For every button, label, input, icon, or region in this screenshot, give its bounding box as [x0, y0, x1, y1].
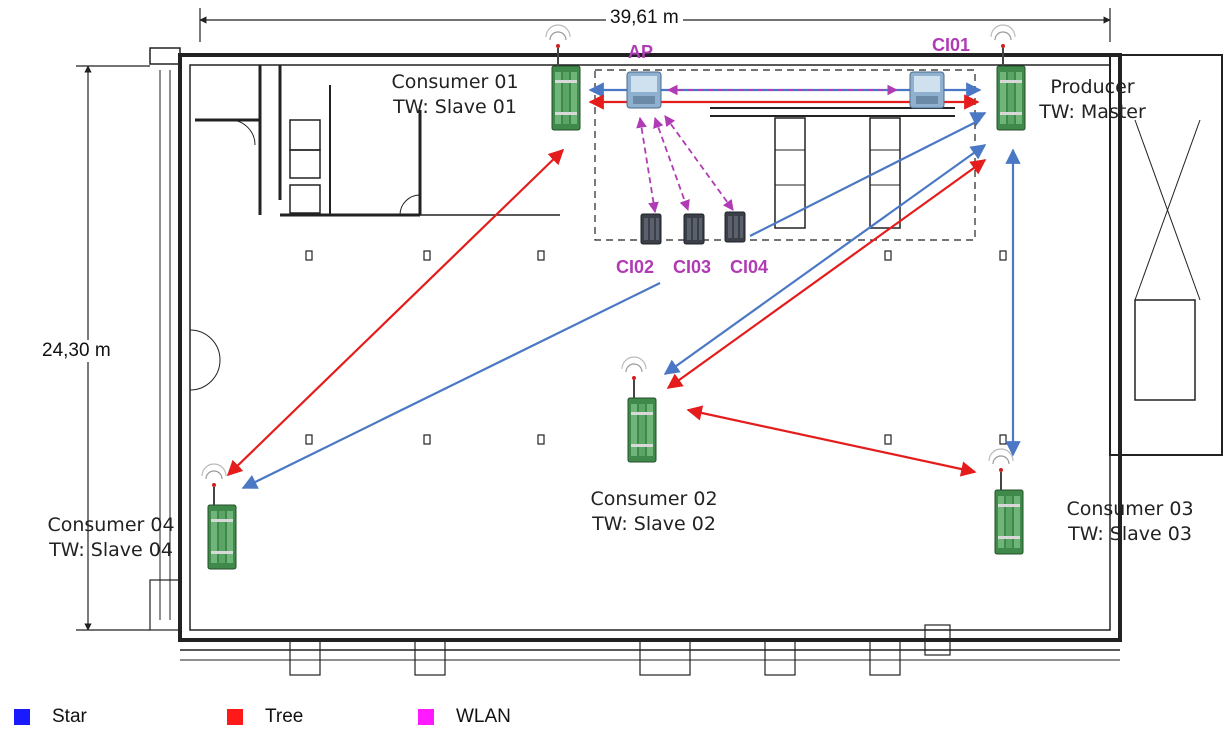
legend-label-tree: Tree [265, 706, 304, 727]
consumer-04-role: TW: Slave 04 [49, 539, 173, 561]
producer-name: Producer [1050, 76, 1135, 98]
ci01-label: CI01 [932, 35, 971, 55]
legend-item-tree: Tree [227, 706, 303, 728]
consumer-01-name: Consumer 01 [391, 71, 519, 93]
ci02-label: CI02 [616, 257, 655, 277]
consumer-02-name: Consumer 02 [590, 488, 718, 510]
legend-label-wlan: WLAN [456, 706, 511, 727]
wlan-links [636, 84, 899, 214]
legend-swatch-tree [227, 709, 243, 725]
producer-role: TW: Master [1039, 101, 1146, 123]
legend-item-star: Star [14, 706, 87, 728]
ci03-label: CI03 [673, 257, 712, 277]
ci02-device [640, 213, 662, 245]
ci01-device [909, 71, 945, 109]
height-dimension-label: 24,30 m [38, 340, 115, 362]
ci04-device [724, 211, 746, 243]
consumer-02-role: TW: Slave 02 [592, 513, 716, 535]
consumer-02-device [621, 356, 657, 463]
consumer-01-role: TW: Slave 01 [393, 96, 517, 118]
consumer-04-label: Consumer 04 TW: Slave 04 [36, 513, 186, 563]
legend-item-wlan: WLAN [418, 706, 511, 728]
access-point-device [626, 71, 662, 109]
producer-device [990, 24, 1026, 131]
width-dimension-label: 39,61 m [606, 7, 683, 29]
ci03-device [683, 213, 705, 245]
consumer-04-device [201, 463, 237, 570]
consumer-03-role: TW: Slave 03 [1068, 523, 1192, 545]
ci04-label: CI04 [730, 257, 769, 277]
consumer-01-label: Consumer 01 TW: Slave 01 [380, 70, 530, 120]
consumer-02-label: Consumer 02 TW: Slave 02 [575, 487, 733, 537]
building-walls [149, 47, 1223, 676]
ap-label: AP [628, 42, 654, 62]
legend-swatch-star [14, 709, 30, 725]
consumer-01-device [545, 24, 581, 131]
consumer-03-name: Consumer 03 [1066, 498, 1194, 520]
producer-label: Producer TW: Master [1025, 75, 1160, 125]
consumer-04-name: Consumer 04 [47, 514, 175, 536]
legend-swatch-wlan [418, 709, 434, 725]
consumer-03-device [988, 448, 1024, 555]
legend-label-star: Star [52, 706, 87, 727]
tree-links [226, 94, 987, 477]
legend: Star Tree WLAN [0, 706, 600, 730]
consumer-03-label: Consumer 03 TW: Slave 03 [1055, 497, 1205, 547]
